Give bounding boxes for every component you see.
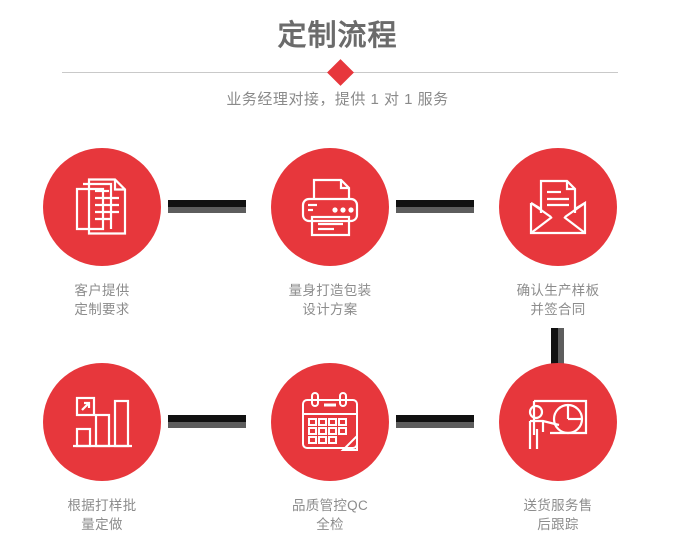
header: 定制流程 业务经理对接，提供 1 对 1 服务 bbox=[0, 0, 675, 120]
step-3-label: 确认生产样板 并签合同 bbox=[468, 281, 648, 319]
connector-1-2 bbox=[168, 200, 246, 213]
connector-bar-dark bbox=[396, 415, 474, 422]
connector-bar-shadow bbox=[396, 207, 474, 213]
connector-3-6 bbox=[551, 328, 564, 371]
step-2-label-line1: 量身打造包装 bbox=[288, 283, 372, 298]
presentation-pie-chart-icon bbox=[524, 388, 592, 456]
step-5-label: 品质管控QC 全检 bbox=[240, 496, 420, 534]
connector-bar-shadow bbox=[558, 328, 564, 371]
process-flow-diagram: 客户提供 定制要求 bbox=[0, 148, 675, 550]
connector-bar-dark bbox=[551, 328, 558, 371]
envelope-document-icon bbox=[524, 173, 592, 241]
connector-5-6 bbox=[396, 415, 474, 428]
step-2-icon-circle bbox=[271, 148, 389, 266]
step-1-label: 客户提供 定制要求 bbox=[12, 281, 192, 319]
bar-chart-growth-icon bbox=[68, 388, 136, 456]
documents-stack-icon bbox=[68, 173, 136, 241]
flow-step-1[interactable]: 客户提供 定制要求 bbox=[12, 148, 192, 319]
connector-2-3 bbox=[396, 200, 474, 213]
diamond-icon bbox=[327, 59, 354, 86]
step-3-icon-circle bbox=[499, 148, 617, 266]
page-subtitle: 业务经理对接，提供 1 对 1 服务 bbox=[226, 91, 449, 108]
step-3-label-line1: 确认生产样板 bbox=[516, 283, 600, 298]
step-6-label: 送货服务售 后跟踪 bbox=[468, 496, 648, 534]
step-3-label-line2: 并签合同 bbox=[530, 302, 586, 317]
step-5-label-line1: 品质管控QC bbox=[291, 498, 369, 513]
step-1-icon-circle bbox=[43, 148, 161, 266]
step-6-label-line2: 后跟踪 bbox=[537, 517, 579, 532]
flow-step-6[interactable]: 送货服务售 后跟踪 bbox=[468, 363, 648, 534]
step-4-label-line1: 根据打样批 bbox=[67, 498, 137, 513]
step-1-label-line2: 定制要求 bbox=[74, 302, 130, 317]
step-5-icon-circle bbox=[271, 363, 389, 481]
step-1-label-line1: 客户提供 bbox=[74, 283, 130, 298]
flow-step-2[interactable]: 量身打造包装 设计方案 bbox=[240, 148, 420, 319]
step-6-label-line1: 送货服务售 bbox=[523, 498, 593, 513]
printer-icon bbox=[296, 173, 364, 241]
step-6-icon-circle bbox=[499, 363, 617, 481]
flow-step-5[interactable]: 品质管控QC 全检 bbox=[240, 363, 420, 534]
divider bbox=[62, 59, 618, 86]
step-4-label: 根据打样批 量定做 bbox=[12, 496, 192, 534]
connector-bar-shadow bbox=[396, 422, 474, 428]
step-4-icon-circle bbox=[43, 363, 161, 481]
step-5-label-line2: 全检 bbox=[316, 517, 344, 532]
page-title: 定制流程 bbox=[277, 20, 398, 52]
flow-step-4[interactable]: 根据打样批 量定做 bbox=[12, 363, 192, 534]
connector-bar-shadow bbox=[168, 422, 246, 428]
connector-4-5 bbox=[168, 415, 246, 428]
connector-bar-dark bbox=[168, 415, 246, 422]
step-4-label-line2: 量定做 bbox=[81, 517, 123, 532]
calendar-icon bbox=[296, 388, 364, 456]
step-2-label-line2: 设计方案 bbox=[302, 302, 358, 317]
connector-bar-dark bbox=[396, 200, 474, 207]
step-2-label: 量身打造包装 设计方案 bbox=[240, 281, 420, 319]
connector-bar-dark bbox=[168, 200, 246, 207]
flow-step-3[interactable]: 确认生产样板 并签合同 bbox=[468, 148, 648, 319]
connector-bar-shadow bbox=[168, 207, 246, 213]
